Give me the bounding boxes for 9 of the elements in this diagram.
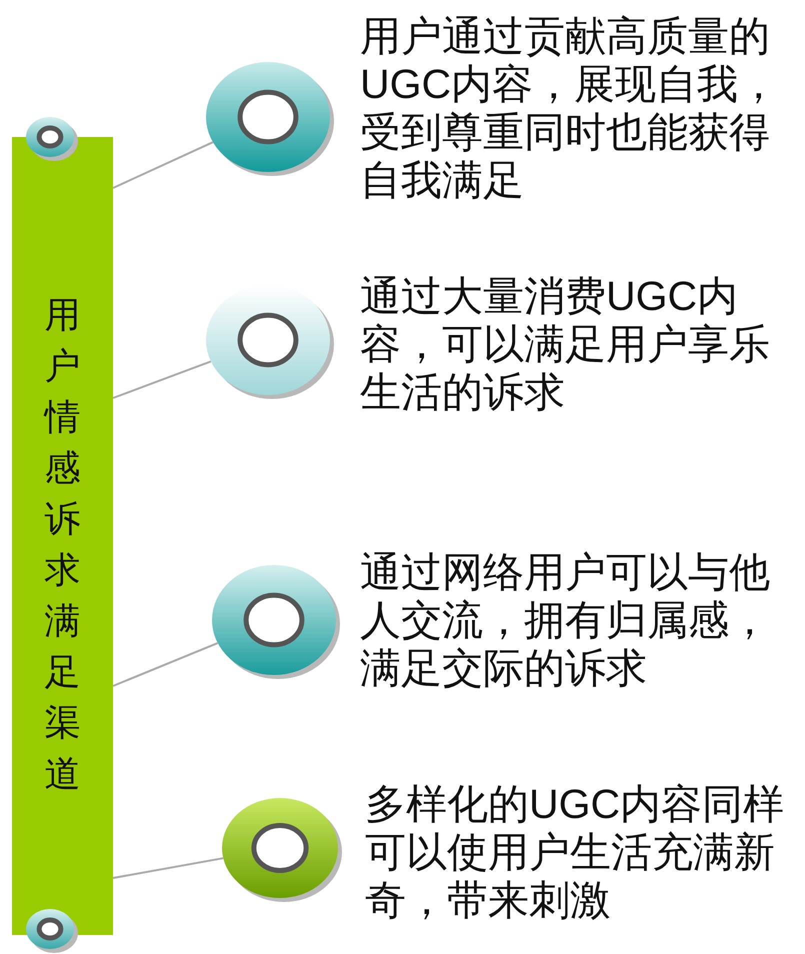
connector-line: [112, 642, 218, 687]
description-text: 用户通过贡献高质量的UGC内容，展现自我，受到尊重同时也能获得自我满足: [360, 12, 780, 204]
bar-title: 用户情感诉求满足渠道: [42, 294, 82, 797]
description-text: 通过网络用户可以与他人交流，拥有归属感，满足交际的诉求: [360, 548, 771, 692]
connector-line: [112, 360, 212, 399]
description-text: 多样化的UGC内容同样可以使用户生活充满新奇，带来刺激: [365, 780, 786, 924]
connector-line: [112, 141, 214, 189]
connector-line: [112, 857, 224, 879]
description-text: 通过大量消费UGC内容，可以满足用户享乐生活的诉求: [360, 272, 770, 416]
